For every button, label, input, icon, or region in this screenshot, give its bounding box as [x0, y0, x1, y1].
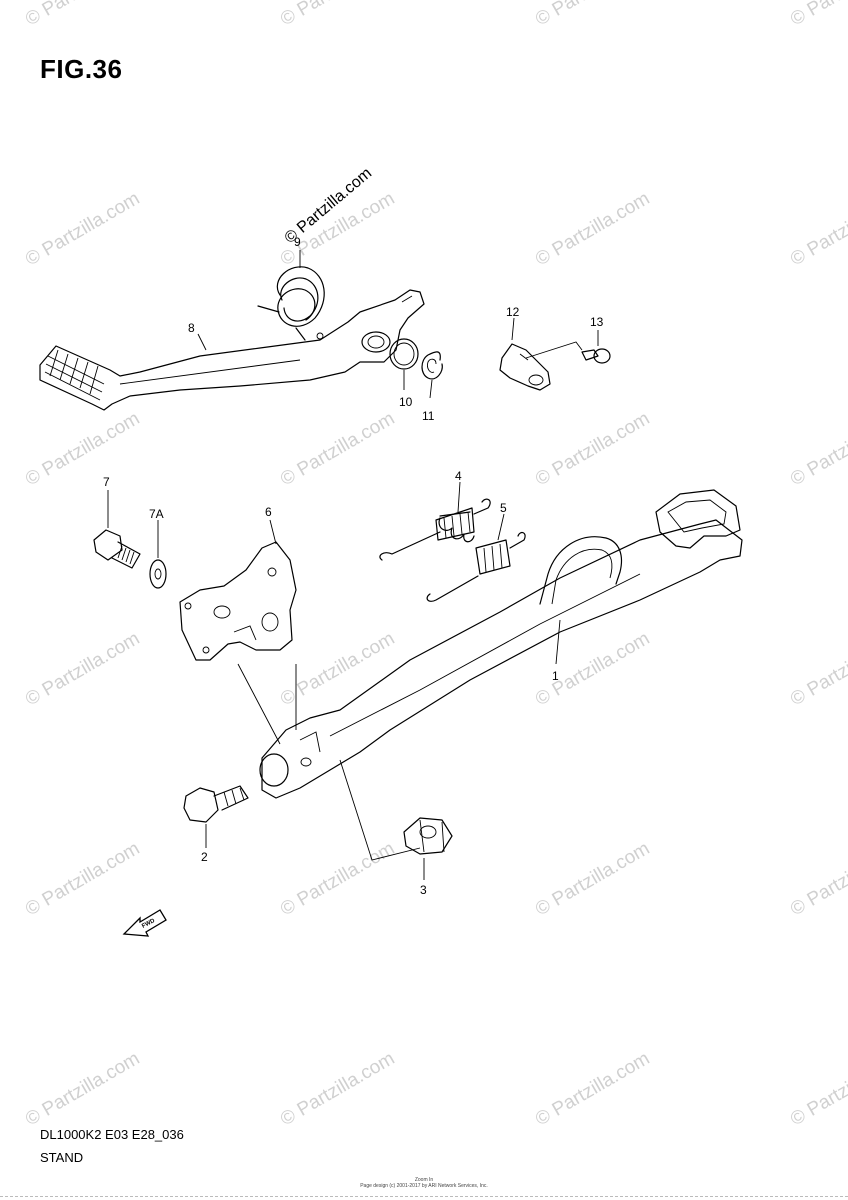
figure-title: FIG.36	[40, 54, 123, 84]
stand-bracket-6[interactable]	[179, 541, 297, 661]
callout-2[interactable]: 2	[201, 850, 208, 864]
watermark-text: © Partzilla.com	[22, 408, 143, 490]
screw-13[interactable]	[581, 348, 611, 364]
watermark-text: © Partzilla.com	[787, 408, 848, 490]
watermark-text: © Partzilla.com	[277, 0, 398, 30]
callout-1[interactable]: 1	[552, 669, 559, 683]
watermark-text: © Partzilla.com	[787, 628, 848, 710]
callout-7a[interactable]: 7A	[149, 507, 164, 521]
spring-5[interactable]	[426, 531, 526, 602]
spring-10[interactable]	[257, 266, 325, 341]
callout-7[interactable]: 7	[103, 475, 110, 489]
watermark-text: © Partzilla.com	[22, 188, 143, 270]
watermark-text: © Partzilla.com	[787, 838, 848, 920]
callout-13[interactable]: 13	[590, 315, 604, 329]
washer-7a[interactable]	[149, 559, 167, 589]
washer-9[interactable]	[389, 338, 419, 370]
zoom-in-link[interactable]: Zoom In	[414, 1177, 434, 1183]
watermark-text: © Partzilla.com	[22, 1048, 143, 1130]
callout-8[interactable]: 8	[188, 321, 195, 335]
bottom-divider	[0, 1196, 848, 1197]
watermark-text: © Partzilla.com	[787, 188, 848, 270]
callout-10[interactable]: 9	[294, 235, 301, 249]
callout-12[interactable]: 12	[506, 305, 520, 319]
watermark-text: © Partzilla.com	[532, 0, 653, 30]
watermark-text: © Partzilla.com	[787, 1048, 848, 1130]
watermark-text: © Partzilla.com	[532, 628, 653, 710]
fwd-arrow-icon: FWD	[122, 909, 167, 937]
callout-5[interactable]: 5	[500, 501, 507, 515]
watermark-layer: © Partzilla.com © Partzilla.com © Partzill…	[22, 0, 848, 1130]
brake-pedal-8[interactable]	[39, 289, 425, 411]
callout-6[interactable]: 6	[265, 505, 272, 519]
watermark-text: © Partzilla.com	[277, 1048, 398, 1130]
watermark-text: © Partzilla.com	[22, 0, 143, 30]
side-stand-1[interactable]	[259, 489, 743, 799]
watermark-text: © Partzilla.com	[277, 408, 398, 490]
watermark-text: © Partzilla.com	[22, 628, 143, 710]
watermark-text: © Partzilla.com	[532, 408, 653, 490]
callout-3[interactable]: 3	[420, 883, 427, 897]
model-code: DL1000K2 E03 E28_036	[40, 1127, 184, 1142]
watermark-text: © Partzilla.com	[532, 1048, 653, 1130]
watermark-text: © Partzilla.com	[532, 838, 653, 920]
callout-11[interactable]: 11	[422, 409, 435, 423]
nut-3[interactable]	[403, 817, 453, 855]
watermark-text: © Partzilla.com	[277, 628, 398, 710]
callout-4[interactable]: 4	[455, 469, 462, 483]
watermark-text: © Partzilla.com	[22, 838, 143, 920]
pivot-bolt-2[interactable]	[183, 785, 249, 823]
copyright-line: Page design (c) 2001-2017 by ARI Network…	[360, 1183, 488, 1189]
section-name: STAND	[40, 1150, 84, 1165]
bolt-7[interactable]	[93, 529, 141, 569]
circlip-11[interactable]	[421, 351, 443, 380]
watermark-text: © Partzilla.com	[787, 0, 848, 30]
bracket-12[interactable]	[499, 343, 551, 391]
callout-9[interactable]: 10	[399, 395, 413, 409]
watermark-text: © Partzilla.com	[532, 188, 653, 270]
watermark-text: © Partzilla.com	[277, 838, 398, 920]
spring-4[interactable]	[379, 498, 491, 561]
